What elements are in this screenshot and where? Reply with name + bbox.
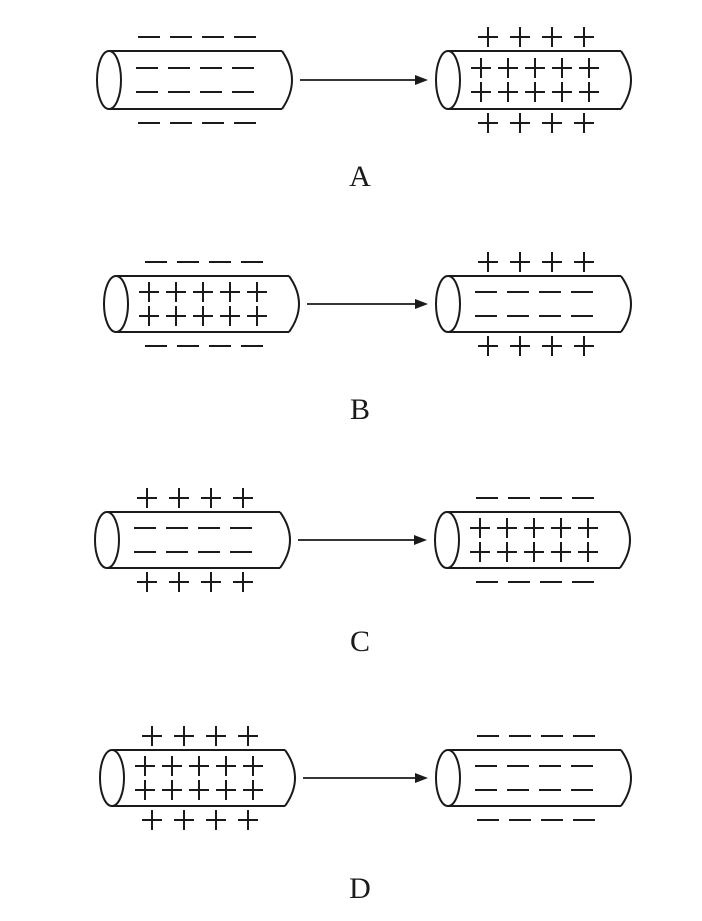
panel-b [103,252,632,356]
panel-d-before-inside-charges-row1 [135,756,263,776]
panel-b-before [103,261,300,347]
panel-b-before-inside-charges-row1 [139,282,267,302]
panel-c-before-cylinder-end [279,511,291,569]
panel-d-before-cylinder-end [284,749,296,807]
panel-a [96,27,632,133]
panel-d [99,726,632,830]
panel-c-before-outside-bottom-charges [137,572,253,592]
panel-c-arrow-head [414,535,427,545]
panel-b-after-cylinder-end [620,275,632,333]
panel-c-after-cylinder-opening [434,511,460,569]
panel-a-before [96,36,293,124]
option-label-a: A [349,160,371,193]
panel-a-before-cylinder-opening [96,50,122,110]
panel-d-after-cylinder-end [620,749,632,807]
panel-b-after [435,252,632,356]
panel-c-after-cylinder-end [619,511,631,569]
panel-c-before [94,488,291,592]
panel-c-after [434,497,631,583]
panel-b-arrow-head [415,299,428,309]
panel-c [94,488,631,592]
option-label-b: B [349,393,370,426]
panel-d-before-inside-charges-row2 [135,780,263,800]
panel-d-before-outside-bottom-charges [142,810,258,830]
panel-c-after-inside-charges-row2 [470,542,598,562]
panel-a-after-outside-top-charges [478,27,594,47]
panel-d-after-cylinder-opening [435,749,461,807]
panel-b-after-cylinder-opening [435,275,461,333]
panel-c-before-cylinder-opening [94,511,120,569]
panel-b-before-cylinder-opening [103,275,129,333]
panel-d-arrow-head [415,773,428,783]
panel-b-before-cylinder-end [288,275,300,333]
panel-d-before-cylinder-opening [99,749,125,807]
panel-a-arrow-head [415,75,428,85]
panel-a-after [435,27,632,133]
panel-b-after-outside-bottom-charges [478,336,594,356]
panel-a-before-cylinder-end [281,50,293,110]
panel-a-after-inside-charges-row1 [471,58,599,78]
panel-b-before-inside-charges-row2 [139,306,267,326]
option-label-c: C [349,625,370,658]
panel-d-before-outside-top-charges [142,726,258,746]
panel-d-before [99,726,296,830]
panel-a-after-outside-bottom-charges [478,113,594,133]
panel-d-after [435,735,632,821]
panel-a-after-inside-charges-row2 [471,82,599,102]
panel-c-after-inside-charges-row1 [470,518,598,538]
panel-b-after-outside-top-charges [478,252,594,272]
panel-a-after-cylinder-opening [435,50,461,110]
panel-a-after-cylinder-end [620,50,632,110]
panel-c-before-outside-top-charges [137,488,253,508]
option-label-d: D [349,872,371,905]
